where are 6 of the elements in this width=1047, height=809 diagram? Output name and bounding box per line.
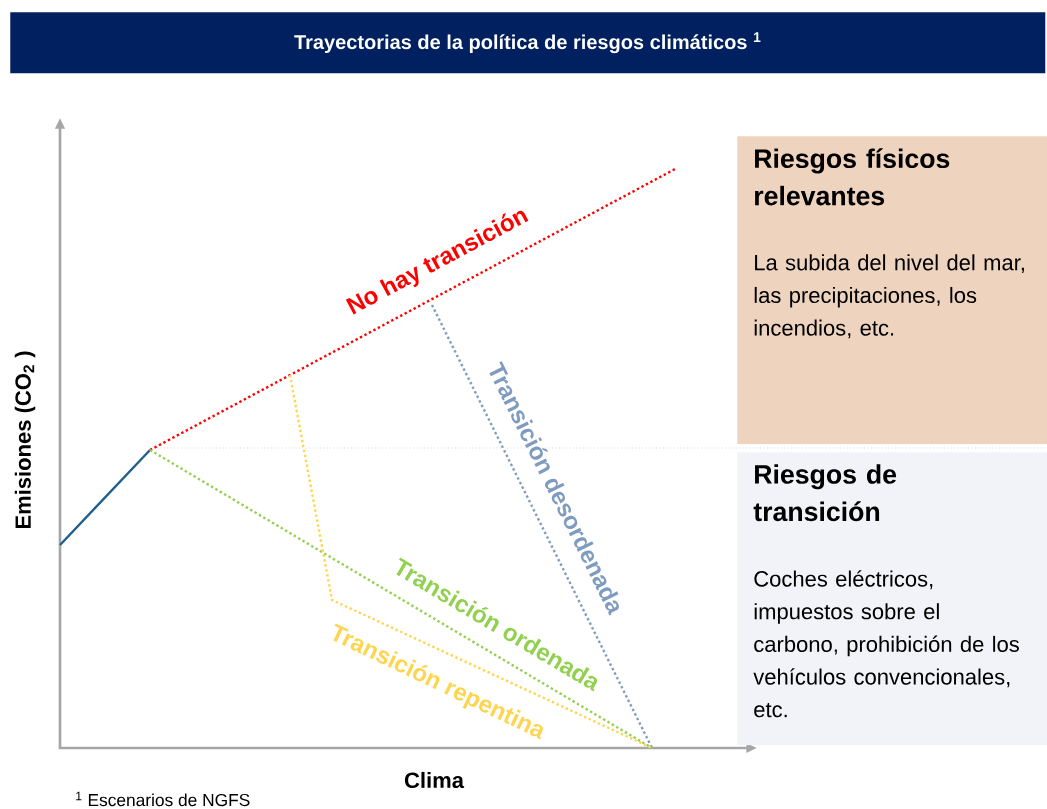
title-band: Trayectorias de la política de riesgos climáticos $^{1}$ — [10, 12, 1046, 74]
info-panel: Riesgos de transición Coches eléctricos, impuestos sobre el carbono, prohibición de los vehículos convencionales, etc. — [737, 452, 1047, 746]
info-panel: Riesgos físicos relevantes La subida del nivel del mar, las precipitaciones, los incendios, etc. — [737, 136, 1047, 445]
axis-label: Emisiones (CO$_{2}$ ) — [14, 351, 36, 529]
footnote: $^{1}$ Escenarios de NGFS — [76, 791, 250, 807]
axis-label: Clima — [404, 771, 465, 789]
